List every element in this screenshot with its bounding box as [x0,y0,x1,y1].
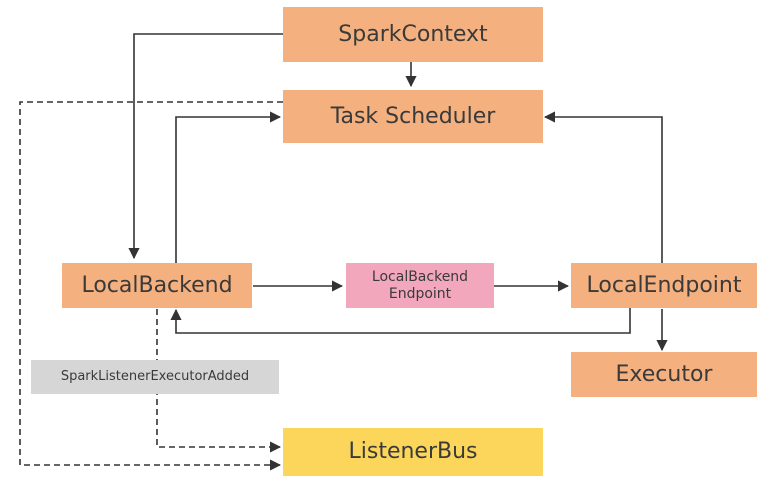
node-local-backend: LocalBackend [62,263,252,308]
node-local-backend-endpoint: LocalBackend Endpoint [346,263,494,308]
node-local-backend-endpoint-line2: Endpoint [388,285,452,302]
event-label-text: SparkListenerExecutorAdded [60,368,250,384]
node-local-endpoint: LocalEndpoint [571,263,757,308]
edge-taskscheduler-to-listenerbus [19,101,283,471]
node-listener-bus: ListenerBus [283,428,543,476]
node-executor-label: Executor [615,361,713,387]
node-local-backend-endpoint-line1: LocalBackend [371,269,469,286]
edge-localbackend-to-taskscheduler [175,111,282,263]
edge-sparkcontext-to-localbackend [128,33,283,260]
node-task-scheduler: Task Scheduler [283,90,543,143]
node-listener-bus-label: ListenerBus [348,439,478,465]
edge-localendpoint-to-localbackend [170,307,631,334]
node-executor: Executor [571,352,757,397]
node-spark-context-label: SparkContext [338,21,488,47]
edge-localbackend-to-listenerbus [156,309,282,453]
node-spark-context: SparkContext [283,7,543,62]
node-task-scheduler-label: Task Scheduler [330,103,496,129]
node-local-backend-label: LocalBackend [81,272,233,298]
event-label-spark-listener-executor-added: SparkListenerExecutorAdded [31,360,279,394]
edge-localendpoint-to-taskscheduler [543,111,663,263]
node-local-endpoint-label: LocalEndpoint [586,272,742,298]
